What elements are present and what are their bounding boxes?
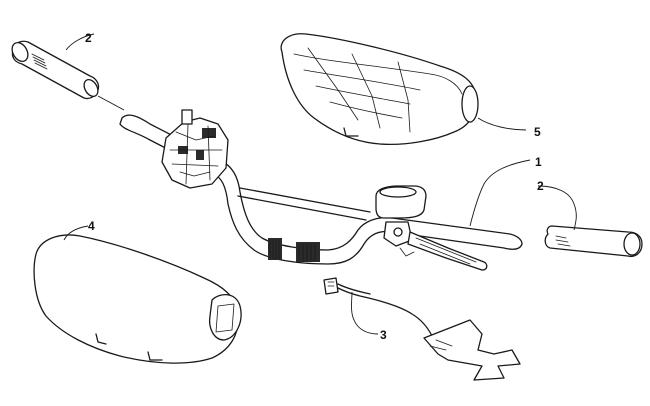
callouts: 2 5 1 2 4 3 bbox=[85, 31, 544, 342]
callout-2-left: 2 bbox=[85, 31, 92, 45]
leader-lines bbox=[63, 33, 577, 335]
hand-guard-5 bbox=[280, 33, 479, 146]
heater-harness-3 bbox=[323, 277, 521, 381]
throttle-assembly bbox=[375, 185, 488, 271]
callout-1: 1 bbox=[535, 155, 542, 169]
hand-guard-4 bbox=[33, 234, 242, 364]
left-switch-housing bbox=[161, 109, 229, 189]
callout-2-right: 2 bbox=[537, 179, 544, 193]
callout-5: 5 bbox=[534, 125, 541, 139]
grip-right bbox=[544, 225, 643, 258]
callout-3: 3 bbox=[380, 328, 387, 342]
handlebar bbox=[119, 114, 523, 265]
grip-left bbox=[11, 40, 100, 100]
callout-4: 4 bbox=[88, 219, 95, 233]
knurled-section bbox=[268, 238, 320, 262]
